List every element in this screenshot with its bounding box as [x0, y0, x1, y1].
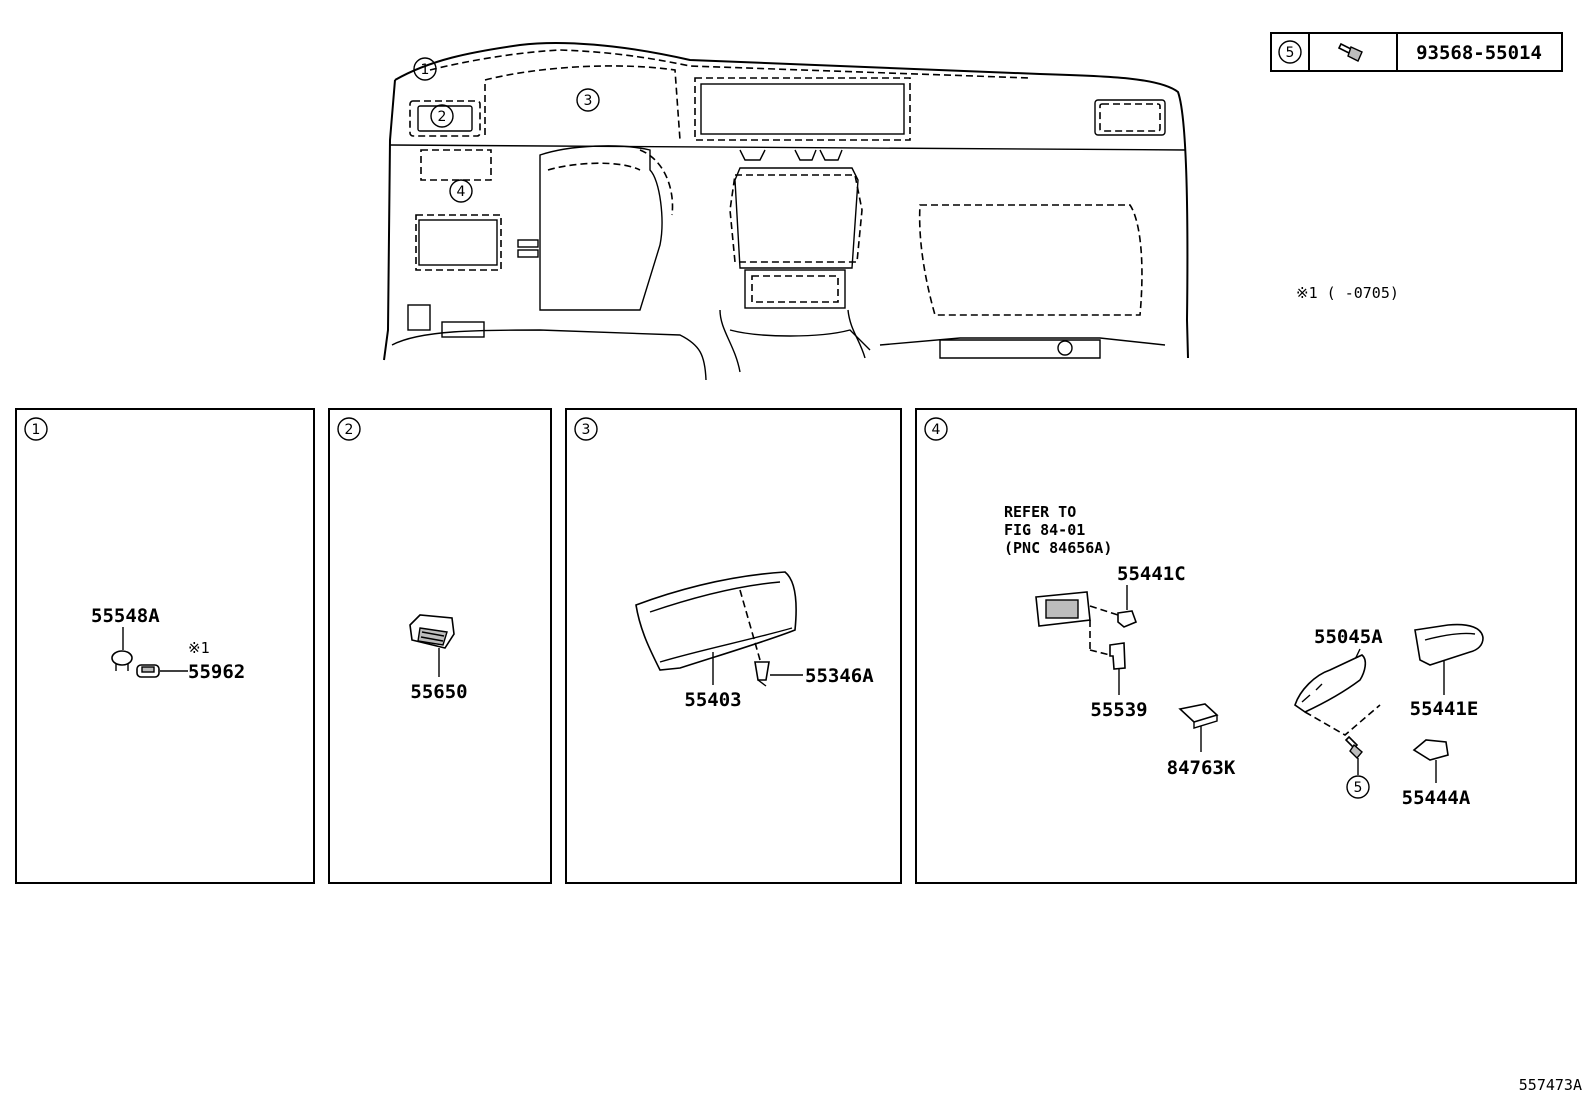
panel-2-callout: 2	[337, 417, 361, 441]
part-number-55441E[interactable]: 55441E	[1410, 698, 1479, 720]
svg-text:5: 5	[1354, 780, 1363, 796]
pad-icon	[1412, 739, 1449, 761]
fastener-callout-number: 5	[1286, 45, 1295, 61]
screw-icon	[1337, 42, 1363, 62]
svg-text:3: 3	[582, 422, 591, 438]
air-vent-icon	[409, 614, 455, 649]
panel-1: 1 55548A ※1 55962	[15, 408, 315, 884]
clip-icon	[111, 650, 133, 671]
fastener-callout-marker[interactable]: 5	[1278, 40, 1302, 64]
overview-callout-1[interactable]: 1	[413, 57, 437, 81]
switch-panel-icon	[1035, 591, 1091, 627]
part-number-55346A[interactable]: 55346A	[805, 665, 874, 687]
overview-callout-4[interactable]: 4	[449, 179, 473, 203]
svg-text:1: 1	[421, 62, 430, 78]
panel-1-callout: 1	[24, 417, 48, 441]
clip-icon	[1117, 610, 1138, 628]
illustration-id: 557473A	[1519, 1076, 1582, 1094]
svg-text:2: 2	[438, 109, 447, 125]
fastener-part-number[interactable]: 93568-55014	[1416, 42, 1542, 64]
clip-icon	[754, 661, 770, 687]
part-note-55962: ※1	[188, 639, 210, 657]
overview-callout-2[interactable]: 2	[430, 104, 454, 128]
svg-text:2: 2	[345, 422, 354, 438]
svg-text:1: 1	[32, 422, 41, 438]
part-number-55441C[interactable]: 55441C	[1117, 563, 1186, 585]
part-number-55539[interactable]: 55539	[1090, 699, 1147, 721]
svg-text:4: 4	[457, 184, 466, 200]
svg-text:3: 3	[584, 93, 593, 109]
fastener-table: 5 93568-55014	[1270, 32, 1563, 72]
part-number-55548A[interactable]: 55548A	[91, 605, 160, 627]
reference-line-3[interactable]: (PNC 84656A)	[1004, 539, 1112, 557]
cluster-hood-icon	[635, 571, 797, 671]
sensor-icon	[136, 664, 160, 678]
reference-line-1: REFER TO	[1004, 503, 1076, 521]
part-number-55444A[interactable]: 55444A	[1402, 787, 1471, 809]
panel-4-callout: 4	[924, 417, 948, 441]
reference-line-2[interactable]: FIG 84-01	[1004, 521, 1085, 539]
trim-cover-icon	[1294, 654, 1367, 713]
storage-box-icon	[1414, 623, 1484, 666]
panel-2: 2 55650	[328, 408, 552, 884]
overview-callout-3[interactable]: 3	[576, 88, 600, 112]
svg-text:4: 4	[932, 422, 941, 438]
bracket-icon	[1109, 642, 1126, 670]
part-number-55650[interactable]: 55650	[410, 681, 467, 703]
dashboard-overview-illustration: 1 2 3 4	[383, 41, 1189, 381]
part-number-84763K[interactable]: 84763K	[1167, 757, 1236, 779]
part-number-55403[interactable]: 55403	[684, 689, 741, 711]
panel-3-callout: 3	[574, 417, 598, 441]
part-number-55962[interactable]: 55962	[188, 661, 245, 683]
screw-icon	[1344, 735, 1363, 760]
connector-icon	[1178, 703, 1219, 729]
screw-callout-marker[interactable]: 5	[1346, 775, 1370, 799]
panel-3: 3 55403 55346A	[565, 408, 902, 884]
applicability-note: ※1 ( -0705)	[1296, 284, 1399, 302]
part-number-55045A[interactable]: 55045A	[1314, 626, 1383, 648]
panel-4: 4 REFER TO FIG 84-01 (PNC 84656A) 55441C…	[915, 408, 1577, 884]
